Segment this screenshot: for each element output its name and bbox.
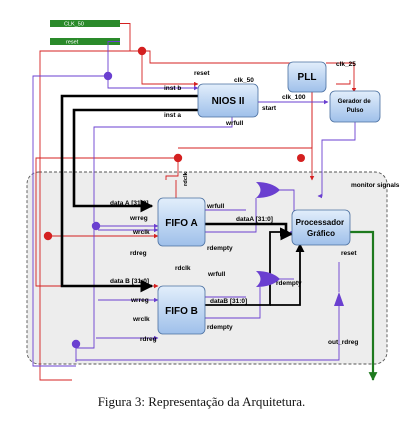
label-rdreg-b: rdreg bbox=[140, 336, 157, 343]
label-clk-50: clk_50 bbox=[234, 77, 254, 84]
pulse-generator-title: Gerador de bbox=[338, 98, 372, 105]
label-clk-25: clk_25 bbox=[336, 61, 356, 68]
label-wrfull-a: wrfull bbox=[206, 203, 225, 210]
label-monitor-signals: monitor signals bbox=[351, 182, 400, 189]
label-wrfull-b: wrfull bbox=[207, 271, 226, 278]
fifo-a-block: FIFO A bbox=[157, 197, 206, 247]
label-data-a: data A [31:0] bbox=[110, 200, 149, 207]
fpga-region bbox=[26, 171, 388, 365]
label-start: start bbox=[262, 105, 277, 112]
label-clk-100: clk_100 bbox=[282, 94, 306, 101]
junction-dot bbox=[71, 339, 81, 349]
label-wrreg-a: wrreg bbox=[129, 215, 148, 222]
pll-block: PLL bbox=[287, 61, 327, 93]
label-out-rdreg: out_rdreg bbox=[328, 339, 358, 346]
out-rdreg-buffer bbox=[334, 292, 344, 306]
nios-block-title: NIOS II bbox=[212, 96, 245, 107]
label-wrfull-nios: wrfull bbox=[225, 120, 244, 127]
fifo-b-title: FIFO B bbox=[165, 306, 198, 317]
clk-input-pin: CLK_50 bbox=[50, 20, 120, 28]
monitor-signals-bus bbox=[350, 230, 378, 381]
data-buses-out bbox=[205, 227, 305, 306]
svg-text:Processador Gráfico: Processador Gráfico bbox=[296, 218, 347, 238]
fifo-a-title: FIFO A bbox=[165, 218, 197, 229]
reset-input-pin: reset bbox=[50, 38, 120, 46]
fifo-b-block: FIFO B bbox=[157, 285, 206, 335]
label-rdreg-a: rdreg bbox=[130, 250, 147, 257]
reset-input-label: reset bbox=[66, 40, 79, 46]
label-rdempty-b: rdempty bbox=[207, 324, 233, 331]
pll-block-title: PLL bbox=[298, 72, 317, 83]
junction-dot bbox=[137, 46, 147, 56]
junction-dot bbox=[91, 221, 101, 231]
label-reset: reset bbox=[194, 70, 210, 77]
label-reset-proc: reset bbox=[341, 250, 357, 257]
or-gate-b bbox=[256, 271, 280, 287]
label-data-b: data B [31:0] bbox=[110, 278, 149, 285]
label-rdempty-proc: rdempty bbox=[276, 280, 302, 287]
svg-text:Gerador de Pulso: Gerador de Pulso bbox=[338, 98, 373, 114]
clk-input-label: CLK_50 bbox=[64, 22, 84, 28]
label-data-a-out: dataA [31:0] bbox=[236, 216, 273, 223]
label-wrclk-a: wrclk bbox=[132, 229, 150, 236]
or-gate-a bbox=[256, 182, 280, 198]
label-rdclk-vertical: rdclk bbox=[183, 171, 189, 186]
junction-dot bbox=[297, 154, 305, 162]
label-inst-a: inst a bbox=[164, 112, 181, 119]
junction-dot bbox=[173, 153, 183, 163]
pulse-generator-block: Gerador de Pulso bbox=[329, 90, 381, 123]
label-inst-b: inst b bbox=[164, 85, 181, 92]
clock-nets bbox=[35, 23, 357, 381]
graphics-processor-block: Processador Gráfico bbox=[291, 209, 351, 246]
control-nets bbox=[32, 41, 356, 367]
graphics-processor-title: Processador bbox=[296, 218, 344, 227]
junction-dot bbox=[43, 231, 53, 241]
label-wrclk-b: wrclk bbox=[132, 316, 150, 323]
label-wrreg-b: wrreg bbox=[130, 297, 149, 304]
figure-caption: Figura 3: Representação da Arquitetura. bbox=[97, 394, 306, 409]
nios-block: NIOS II bbox=[197, 83, 259, 118]
label-rdempty-a: rdempty bbox=[207, 245, 233, 252]
junction-dot bbox=[103, 71, 113, 81]
junction-dots bbox=[43, 46, 305, 349]
label-data-b-out: dataB [31:0] bbox=[210, 298, 247, 305]
label-rdclk: rdclk bbox=[175, 265, 191, 272]
